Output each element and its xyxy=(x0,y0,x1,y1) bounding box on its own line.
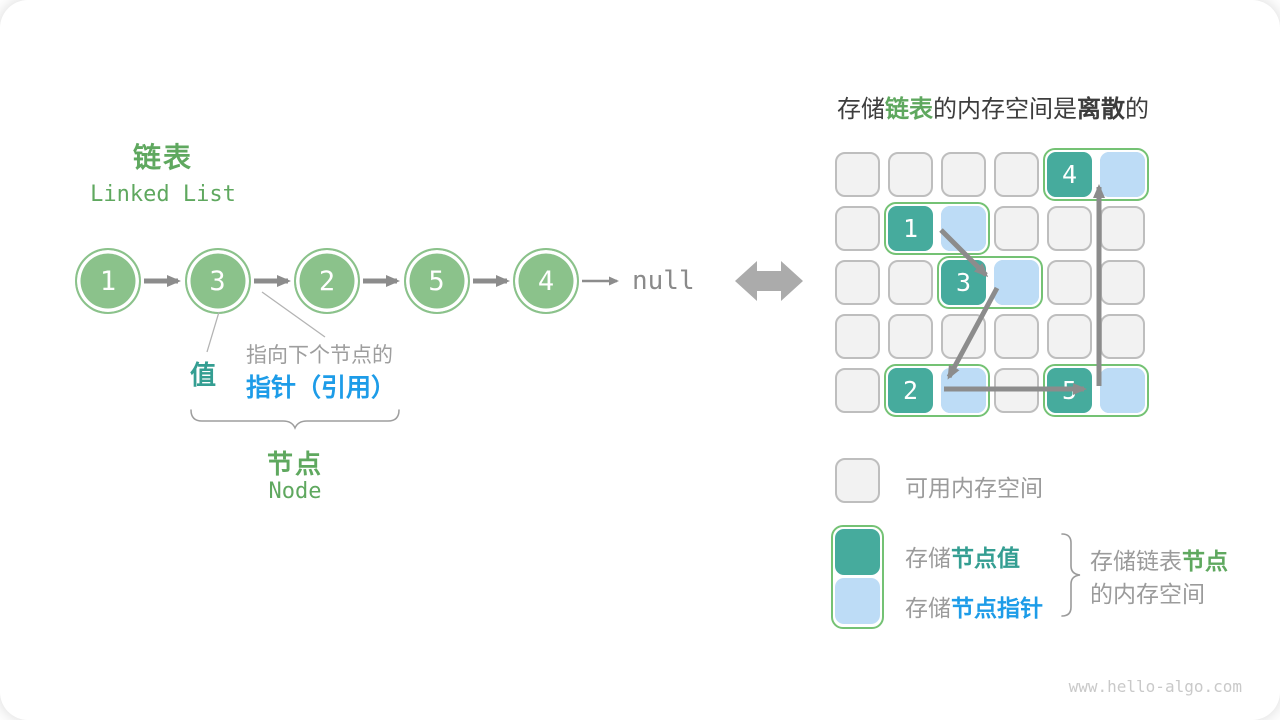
legend-pointer-label: 存储节点指针 xyxy=(905,589,1043,623)
memory-title-emph: 离散 xyxy=(1077,96,1125,123)
legend-free-label: 可用内存空间 xyxy=(905,475,1043,501)
watermark: www.hello-algo.com xyxy=(1068,677,1242,696)
legend-brace xyxy=(1061,533,1081,617)
list-node: 4 xyxy=(513,248,579,314)
memory-cell-free xyxy=(994,368,1039,413)
memory-cell-node-value: 3 xyxy=(941,260,986,305)
memory-cell-node-pointer xyxy=(1100,152,1145,197)
memory-title-middle: 的内存空间是 xyxy=(933,96,1077,123)
memory-cell-free xyxy=(888,314,933,359)
list-node-value: 5 xyxy=(428,265,445,297)
memory-cell-free xyxy=(1047,260,1092,305)
memory-cell-free xyxy=(835,314,880,359)
list-node-value: 2 xyxy=(318,265,336,297)
list-node: 5 xyxy=(403,248,470,314)
memory-title-highlight: 链表 xyxy=(885,96,933,123)
memory-cell-value-text: 4 xyxy=(1061,160,1078,189)
list-node-value: 1 xyxy=(99,265,117,297)
memory-node-pair-border xyxy=(884,202,990,255)
memory-cell-node-pointer xyxy=(994,260,1039,305)
legend-brace-text: 存储链表节点 的内存空间 xyxy=(1090,545,1228,611)
list-node: 1 xyxy=(75,248,141,314)
memory-cell-free xyxy=(1100,206,1145,251)
pointer-caption: 指向下个节点的 xyxy=(246,344,393,367)
legend-pointer-prefix: 存储 xyxy=(905,595,951,621)
legend-pointer-bold: 节点指针 xyxy=(951,595,1043,621)
linked-list-title-en: Linked List xyxy=(90,182,236,207)
memory-cell-free xyxy=(941,152,986,197)
memory-cell-free xyxy=(941,314,986,359)
legend-value-bold: 节点值 xyxy=(951,545,1020,571)
legend-pointer-swatch xyxy=(835,578,880,624)
legend-value-prefix: 存储 xyxy=(905,545,951,571)
memory-cell-free xyxy=(1100,314,1145,359)
memory-cell-free xyxy=(835,260,880,305)
memory-cell-free xyxy=(1047,206,1092,251)
memory-cell-node-pointer xyxy=(941,368,986,413)
memory-cell-free xyxy=(994,314,1039,359)
memory-cell-value-text: 5 xyxy=(1061,376,1078,405)
equivalence-double-arrow xyxy=(735,261,803,301)
legend-free-cell-swatch xyxy=(835,458,880,503)
legend-brace-line2: 的内存空间 xyxy=(1090,581,1205,607)
memory-cell-value-text: 2 xyxy=(902,376,919,405)
memory-cell-node-value: 1 xyxy=(888,206,933,251)
memory-cell-free xyxy=(994,206,1039,251)
node-annotation-zh: 节点 xyxy=(266,449,323,479)
memory-cell-free xyxy=(888,152,933,197)
legend-brace-line1-bold: 节点 xyxy=(1182,548,1228,574)
value-leader-line xyxy=(206,311,220,353)
memory-cell-free xyxy=(888,260,933,305)
value-annotation: 值 xyxy=(190,360,217,390)
null-label: null xyxy=(632,266,695,296)
legend-value-swatch xyxy=(835,529,880,575)
linked-list-title-zh: 链表 xyxy=(132,142,193,173)
node-underbrace xyxy=(190,409,400,430)
memory-cell-node-pointer xyxy=(941,206,986,251)
legend-value-label: 存储节点值 xyxy=(905,539,1020,573)
memory-cell-node-value: 5 xyxy=(1047,368,1092,413)
legend-brace-line1-prefix: 存储链表 xyxy=(1090,548,1182,574)
memory-title: 存储链表的内存空间是离散的 xyxy=(826,89,1160,124)
memory-cell-free xyxy=(835,152,880,197)
memory-cell-node-value: 4 xyxy=(1047,152,1092,197)
node-annotation-en: Node xyxy=(268,479,322,504)
memory-cell-free xyxy=(835,206,880,251)
list-node-value: 4 xyxy=(537,265,555,297)
memory-node-pair-border xyxy=(1043,148,1149,201)
memory-title-prefix: 存储 xyxy=(837,96,885,123)
memory-cell-free xyxy=(994,152,1039,197)
memory-cell-value-text: 1 xyxy=(902,214,919,243)
list-node: 3 xyxy=(184,248,251,314)
list-node: 2 xyxy=(294,248,360,314)
list-node-value: 3 xyxy=(209,265,226,297)
memory-cell-node-value: 2 xyxy=(888,368,933,413)
memory-cell-value-text: 3 xyxy=(955,268,972,297)
pointer-annotation: 指针（引用） xyxy=(246,374,397,402)
memory-cell-free xyxy=(1100,260,1145,305)
memory-title-suffix: 的 xyxy=(1125,96,1149,123)
memory-cell-free xyxy=(1047,314,1092,359)
memory-cell-free xyxy=(835,368,880,413)
memory-cell-node-pointer xyxy=(1100,368,1145,413)
legend-pair-swatch-border xyxy=(831,525,884,629)
